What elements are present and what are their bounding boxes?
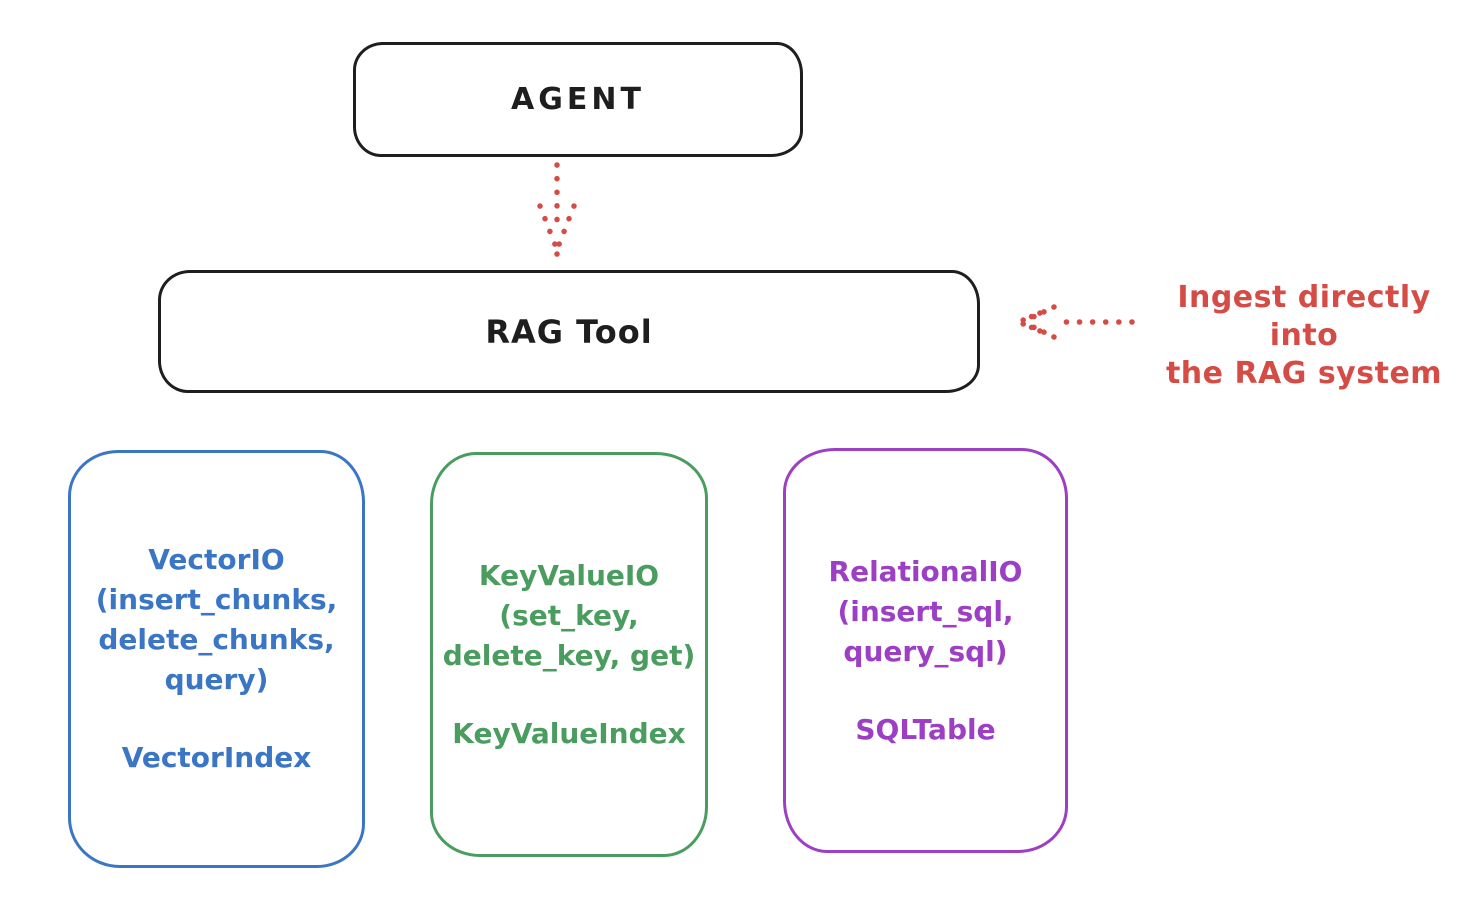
relational-io-methods-line: (insert_sql, <box>837 594 1014 628</box>
arrow-inner-wing-bottom <box>1018 320 1043 334</box>
relational-io-node: RelationalIO (insert_sql, query_sql) SQL… <box>783 448 1068 853</box>
keyvalue-io-node: KeyValueIO (set_key, delete_key, get) Ke… <box>430 452 708 857</box>
rag-tool-label: RAG Tool <box>485 312 653 351</box>
sql-table-label: SQLTable <box>855 712 996 746</box>
rag-tool-node: RAG Tool <box>158 270 980 393</box>
relational-io-title: RelationalIO <box>828 554 1023 588</box>
vector-io-title: VectorIO <box>148 543 285 576</box>
arrow-wing-left <box>537 203 559 250</box>
keyvalue-io-title: KeyValueIO <box>478 558 660 592</box>
annotation-line-2: the RAG system <box>1165 356 1443 391</box>
keyvalue-io-methods-line: delete_key, get) <box>442 638 696 672</box>
ingest-annotation: Ingest directly into the RAG system <box>1138 279 1470 393</box>
keyvalue-index-label: KeyValueIndex <box>452 716 686 750</box>
vector-io-methods-line: delete_chunks, <box>98 623 335 656</box>
vector-io-methods-line: query) <box>164 663 269 696</box>
keyvalue-io-methods-line: (set_key, <box>499 598 639 632</box>
dotted-arrow-down-icon <box>537 162 577 257</box>
agent-label: AGENT <box>511 82 645 117</box>
agent-node: AGENT <box>353 42 803 157</box>
vector-io-node: VectorIO (insert_chunks, delete_chunks, … <box>68 450 365 868</box>
arrow-inner-wing-top <box>1018 310 1043 324</box>
arrow-wing-right <box>555 203 577 250</box>
vector-io-methods-line: (insert_chunks, <box>95 583 338 616</box>
dotted-arrow-left-icon <box>1018 304 1135 340</box>
vector-index-label: VectorIndex <box>121 741 312 774</box>
relational-io-methods-line: query_sql) <box>843 634 1008 668</box>
annotation-line-1: Ingest directly into <box>1177 280 1431 353</box>
